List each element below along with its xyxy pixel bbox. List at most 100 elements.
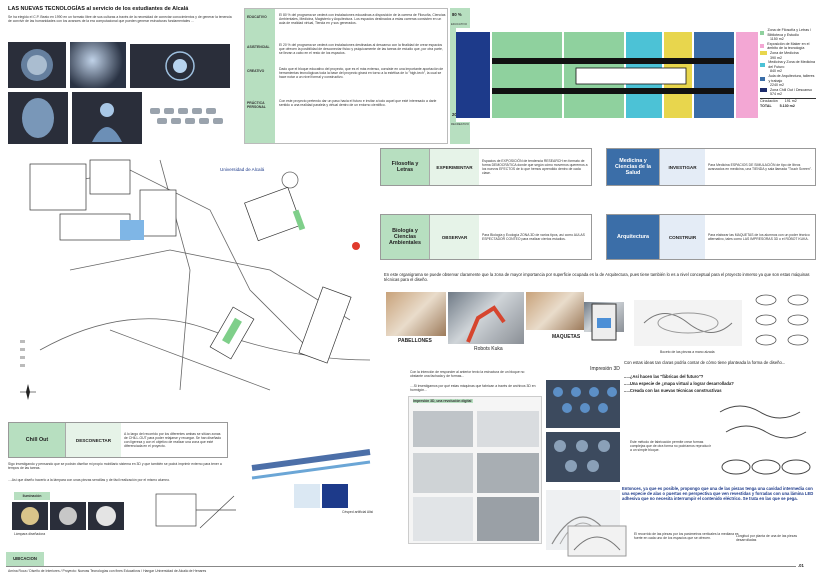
total-value: 5.130 m2 (779, 103, 795, 108)
total-label: TOTAL (760, 103, 772, 108)
program-percent-table: EDUCATIVO El 80 % del programa se cederá… (244, 8, 448, 144)
category-verb: OBSERVAR (429, 215, 479, 259)
table-label-column (245, 9, 275, 143)
legend-value: 840 m2 (770, 69, 782, 74)
render-long-piece (246, 432, 376, 516)
sketch-waves (716, 398, 816, 450)
render-detail-1 (294, 484, 320, 508)
category-label: Arquitectura (607, 215, 659, 259)
bottom-caption: Longitud por planta de una de las piezas… (736, 534, 798, 543)
legend-swatch (760, 44, 765, 49)
circulation-label: Circulación (760, 98, 778, 103)
photo-figure (72, 92, 142, 144)
category-medicina: Medicina y Ciencias de la Salud INVESTIG… (606, 148, 816, 186)
legend-value: 2240 m2 (770, 83, 784, 88)
render-pattern-2 (546, 432, 620, 482)
photo-maquetas-1 (526, 292, 584, 330)
photo-lamp-2 (50, 502, 86, 530)
photo-structure (70, 42, 126, 88)
legend-circulation: Circulación 191 m2 (760, 97, 816, 104)
photo-pattern (146, 98, 230, 142)
intro-heading: LAS NUEVAS TECNOLOGÍAS al servicio de lo… (8, 6, 189, 12)
photo-pabellones (386, 292, 446, 336)
intro-block: LAS NUEVAS TECNOLOGÍAS al servicio de lo… (8, 6, 236, 23)
render-installation (564, 520, 630, 560)
impresoras-note: ....Si investigamos por qué estas máquin… (410, 384, 536, 393)
final-note: Entonces, ya que es posible, propongo qu… (622, 486, 814, 502)
label-impresion: Impresión 3D (590, 366, 620, 372)
legend-swatch (760, 51, 767, 56)
intro-body: Se ha elegido el C.P. Beato en 1990 en u… (8, 14, 232, 23)
legend-item: Medicina y Zona de Medicina del Futuro (760, 60, 816, 69)
ubicacion-tag: UBICACION (6, 552, 44, 566)
row-label-creativo: CREATIVO (247, 69, 265, 73)
row-label-practica: PRÁCTICA PERSONAL (247, 101, 266, 110)
legend-swatch (760, 62, 766, 67)
label-kuka: Robots Kuka (474, 346, 503, 352)
impresion3d-label: Impresión 3D, una revolución digital (413, 399, 473, 404)
questions-intro: Con estas ideas tan claras podría contar… (624, 360, 786, 365)
category-biologia: Biología y Ciencias Ambientales OBSERVAR… (380, 214, 592, 260)
category-label: Chill Out (9, 423, 65, 457)
robots-intro-text: En este organigrama se puede observar cl… (384, 272, 810, 283)
legend-item: Zona Chill Out / Descanso (760, 88, 816, 93)
category-desc: Para Medicina ESPACIOS DE SIMULACIÓN de … (708, 162, 812, 171)
legend-label: Exposición de Maker en el ámbito de la t… (767, 41, 810, 51)
category-desc: A lo largo del recorrido por los diferen… (124, 431, 222, 449)
category-label: Biología y Ciencias Ambientales (381, 215, 429, 259)
question-3: .....Creada con las nuevas técnicas cons… (624, 388, 722, 393)
pct-recreativo-label: RECREATIVO (451, 122, 469, 126)
program-plan-diagram (456, 28, 758, 122)
legend-item: Zona de Filosofía y Letras / Biblioteca … (760, 28, 816, 37)
legend-swatch (760, 88, 767, 93)
legend-label: Zona de Filosofía y Letras / Biblioteca … (767, 28, 812, 37)
sketch-links (716, 452, 816, 482)
render-detail-2 (322, 484, 348, 508)
row-text-practica: Con este proyecto pretendo dar un paso h… (279, 99, 437, 108)
chill-note: Sigo investigando y pensando que se podr… (8, 462, 222, 471)
university-logo-text: Universidad de Alcalá (220, 167, 265, 172)
category-label: Medicina y Ciencias de la Salud (607, 149, 659, 185)
legend-label: Medicina y Zona de Medicina del Futuro (768, 60, 815, 69)
ubicacion-label: UBICACION (13, 556, 37, 562)
photo-lamp-1 (12, 502, 48, 530)
category-arquitectura: Arquitectura CONSTRUIR Para elaborar las… (606, 214, 816, 260)
label-pabellones: PABELLONES (398, 338, 432, 344)
iluminacion-label: Iluminación (14, 492, 50, 500)
recorrido-note: El recorrido de las piezas por los parám… (634, 532, 739, 541)
category-filosofia: Filosofía y Letras EXPERIMENTAR Espacios… (380, 148, 592, 186)
page-number: .01 (798, 563, 804, 568)
sketch-chill-furniture (150, 488, 240, 536)
row-text-educativo: El 80 % del programa se cederá con insta… (279, 13, 446, 26)
iluminacion-question: ....Así que diseño hacerlo a la lámpara … (8, 478, 171, 482)
category-desc: Espacios de EXPOSICIÓN de tendencia RESE… (482, 158, 588, 176)
render-pattern-1 (546, 380, 620, 428)
label-boceto: Boceto de las piezas a mano alzada (660, 350, 715, 354)
category-desc: Para Biología y Ecología ZONA 3D de vari… (482, 232, 585, 241)
circulation-value: 191 m2 (784, 98, 797, 103)
site-map: Universidad de Alcalá (10, 150, 376, 410)
category-verb: INVESTIGAR (659, 149, 705, 185)
photo-head (8, 92, 68, 144)
lampara-caption: Lámpara diseñadora (14, 532, 46, 536)
row-label-asistencial: ASISTENCIAL (247, 45, 270, 49)
photo-lamp-3 (88, 502, 124, 530)
footer-credits: Amina Roca / Diseño de Interiores / Proy… (8, 569, 207, 573)
category-desc: Para elaborar las MAQUETAS de los alumno… (708, 232, 810, 241)
legend-swatch (760, 76, 766, 81)
legend-item: Zona de Medicina (760, 51, 816, 56)
question-2: .....Una especie de ¿mapa virtual a logr… (624, 381, 734, 386)
photo-kuka (448, 292, 524, 344)
impresion3d-panel: Impresión 3D, una revolución digital (408, 396, 542, 544)
fabric-note: Este método de fabricación permite crear… (630, 440, 711, 453)
legend-label: Zona de Medicina (770, 50, 799, 55)
category-verb: EXPERIMENTAR (429, 149, 479, 185)
sketch-pieces (750, 290, 816, 352)
row-label-educativo: EDUCATIVO (247, 15, 267, 19)
legend-item: Aula de Arquitectura, talleres y trabajo (760, 74, 816, 83)
question-1: .....¿Así hacen las "fábricas del futuro… (624, 374, 704, 379)
cesped-caption: Césped artificial Alisi (342, 510, 374, 514)
category-chill-out: Chill Out DESCONECTAR A lo largo del rec… (8, 422, 228, 458)
row-text-asistencial: El 20 % del programa se cederá con insta… (279, 43, 443, 56)
photo-sphere (8, 42, 66, 88)
